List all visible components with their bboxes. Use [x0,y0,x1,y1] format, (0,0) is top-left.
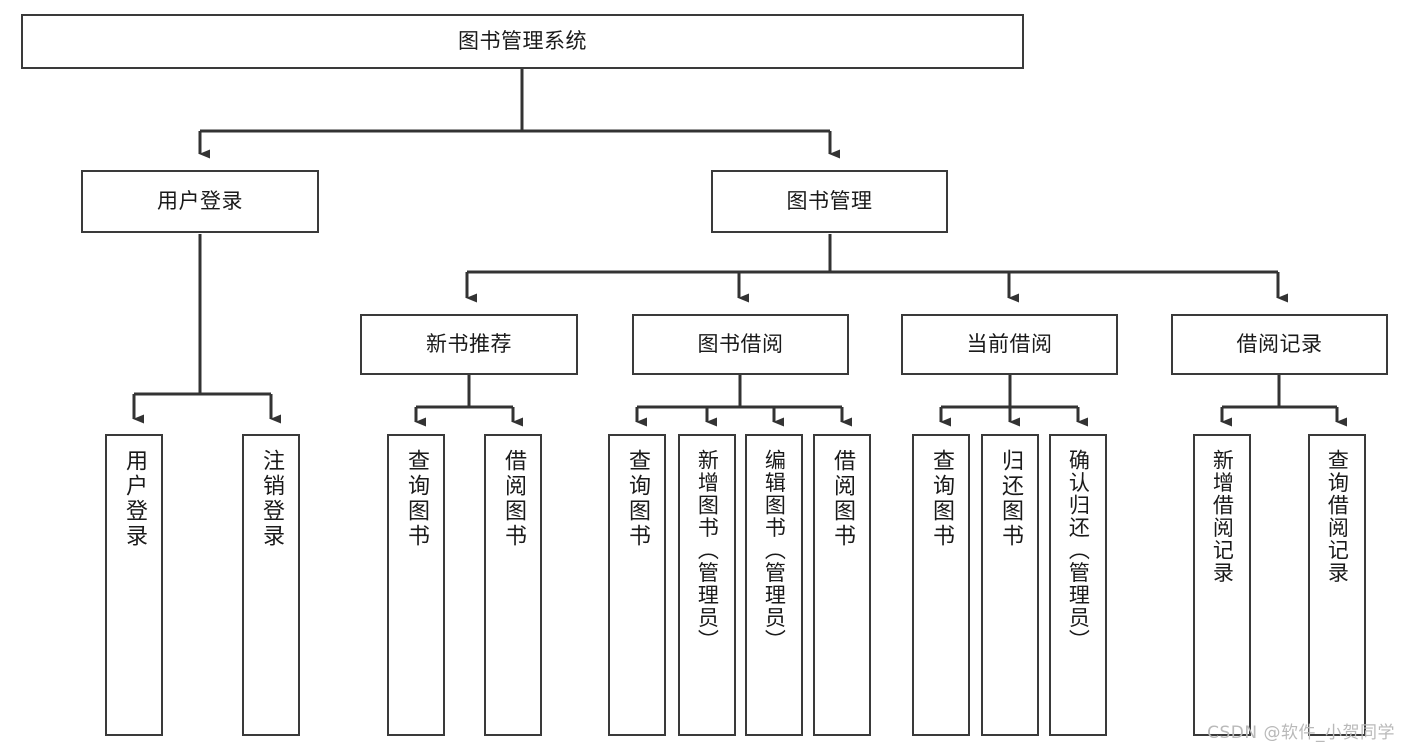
leaf-query-book-borrow[interactable]: 查询图书 [608,434,666,736]
node-label: 查询图书 [624,449,650,549]
node-root-book-management-system[interactable]: 图书管理系统 [21,14,1024,69]
leaf-add-borrow-record[interactable]: 新增借阅记录 [1193,434,1251,736]
node-label: 借阅记录 [1236,332,1323,357]
node-label: 图书管理 [786,189,873,214]
leaf-user-login[interactable]: 用户登录 [105,434,163,736]
node-label: 归还图书 [997,449,1023,549]
leaf-query-book-current[interactable]: 查询图书 [912,434,970,736]
node-user-login[interactable]: 用户登录 [81,170,319,233]
node-label: 新增借阅记录 [1210,449,1235,584]
node-label: 用户登录 [121,449,147,549]
watermark-csdn: CSDN @软件_小贺同学 [1207,723,1395,743]
node-book-borrowing[interactable]: 图书借阅 [632,314,849,375]
leaf-confirm-return-admin[interactable]: 确认归还（管理员） [1049,434,1107,736]
leaf-borrow-book-newbook[interactable]: 借阅图书 [484,434,542,736]
leaf-borrow-book[interactable]: 借阅图书 [813,434,871,736]
node-label: 借阅图书 [500,449,526,549]
node-label: 查询借阅记录 [1325,449,1350,584]
node-label: 注销登录 [258,449,284,549]
node-label: 新书推荐 [426,332,512,357]
leaf-logout[interactable]: 注销登录 [242,434,300,736]
node-label: 当前借阅 [966,332,1053,357]
node-label: 新增图书（管理员） [695,449,720,652]
node-label: 图书管理系统 [458,29,587,54]
leaf-add-book-admin[interactable]: 新增图书（管理员） [678,434,736,736]
node-current-borrowing[interactable]: 当前借阅 [901,314,1118,375]
node-label: 编辑图书（管理员） [762,449,787,652]
node-label: 借阅图书 [829,449,855,549]
node-label: 用户登录 [157,189,243,214]
node-borrowing-record[interactable]: 借阅记录 [1171,314,1388,375]
leaf-edit-book-admin[interactable]: 编辑图书（管理员） [745,434,803,736]
leaf-return-book[interactable]: 归还图书 [981,434,1039,736]
node-label: 图书借阅 [697,332,784,357]
node-label: 查询图书 [403,449,429,549]
node-new-book-recommendation[interactable]: 新书推荐 [360,314,578,375]
leaf-query-book-newbook[interactable]: 查询图书 [387,434,445,736]
node-book-management[interactable]: 图书管理 [711,170,948,233]
leaf-query-borrow-record[interactable]: 查询借阅记录 [1308,434,1366,736]
node-label: 确认归还（管理员） [1066,449,1091,652]
node-label: 查询图书 [928,449,954,549]
